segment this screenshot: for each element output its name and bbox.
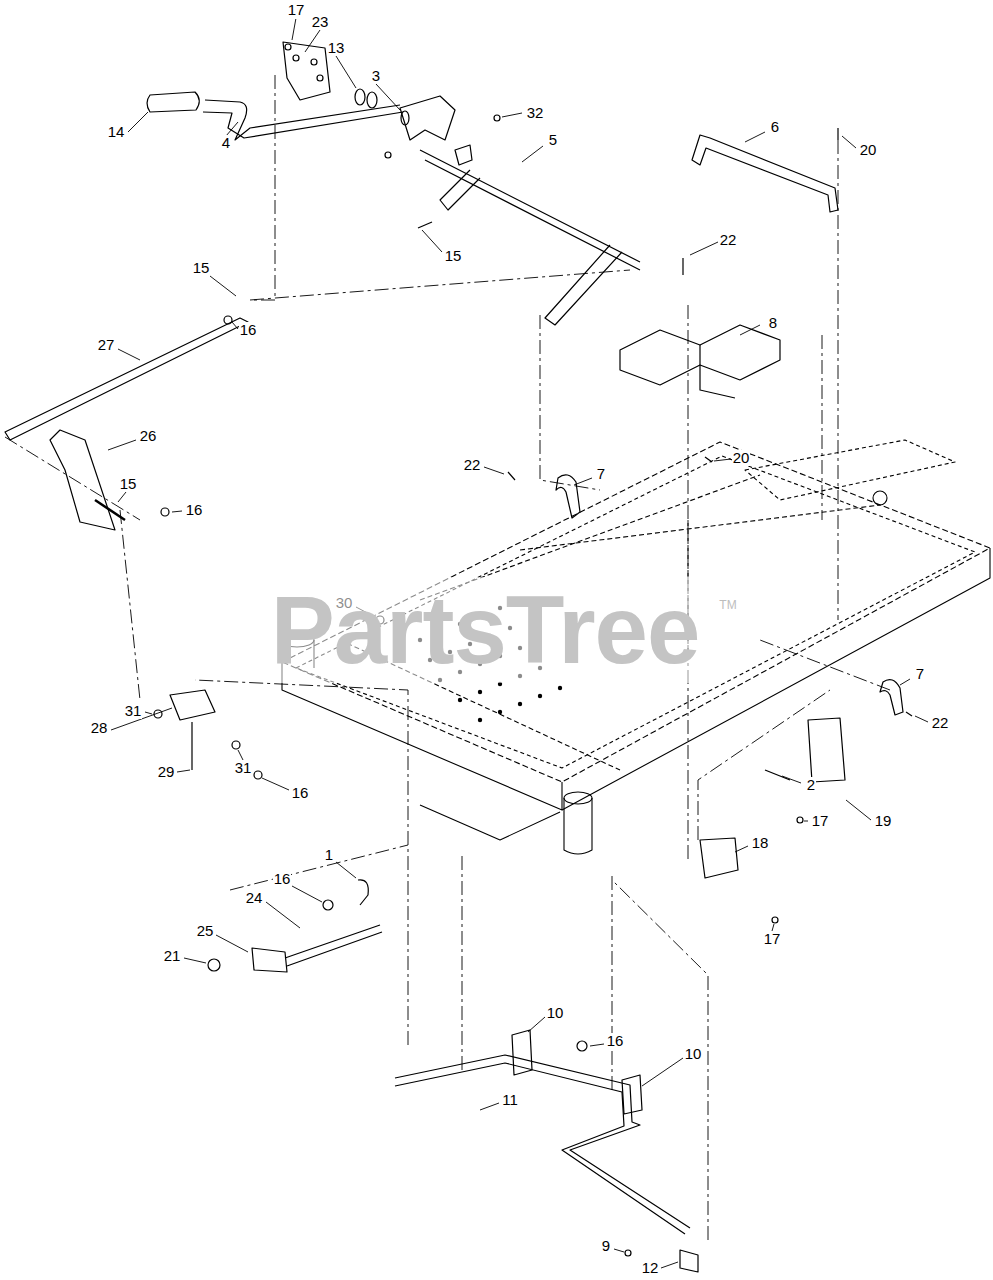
callout-number: 10 xyxy=(684,1046,703,1063)
callout-number: 28 xyxy=(90,720,109,737)
callout-number: 21 xyxy=(163,948,182,965)
callout-number: 14 xyxy=(107,124,126,141)
callout-number: 10 xyxy=(546,1005,565,1022)
callout-number: 31 xyxy=(124,703,143,720)
callout-number: 17 xyxy=(287,2,306,19)
callout-number: 7 xyxy=(915,666,925,683)
callout-number: 22 xyxy=(931,715,950,732)
callout-number: 32 xyxy=(526,105,545,122)
callout-number: 18 xyxy=(751,835,770,852)
callout-number: 16 xyxy=(273,871,292,888)
callout-number: 2 xyxy=(806,777,816,794)
watermark: TM xyxy=(718,599,737,612)
callout-number: 23 xyxy=(311,14,330,31)
callout-number: 15 xyxy=(119,476,138,493)
watermark: PartsTree xyxy=(270,577,701,683)
callout-number: 1 xyxy=(324,847,334,864)
callout-number: 22 xyxy=(719,232,738,249)
callout-number: 11 xyxy=(501,1092,519,1109)
callout-number: 27 xyxy=(97,337,116,354)
callout-number: 3 xyxy=(371,68,381,85)
callout-number: 19 xyxy=(874,813,893,830)
callout-number: 15 xyxy=(192,260,211,277)
callout-number: 4 xyxy=(221,135,231,152)
callout-number: 16 xyxy=(239,322,258,339)
callout-number: 9 xyxy=(601,1238,611,1255)
callout-number: 31 xyxy=(234,760,253,777)
callout-number: 16 xyxy=(185,502,204,519)
callout-number: 13 xyxy=(327,40,346,57)
callout-number: 20 xyxy=(859,142,878,159)
callout-number: 20 xyxy=(732,450,751,467)
callout-number: 17 xyxy=(811,813,830,830)
callout-number: 24 xyxy=(245,890,264,907)
callout-number: 7 xyxy=(596,466,606,483)
callout-number: 29 xyxy=(157,764,176,781)
callout-number: 16 xyxy=(291,785,310,802)
callout-number: 5 xyxy=(548,132,558,149)
callout-number: 15 xyxy=(444,248,463,265)
callout-number: 26 xyxy=(139,428,158,445)
callout-number: 25 xyxy=(196,923,215,940)
callout-number: 8 xyxy=(768,315,778,332)
callout-number: 6 xyxy=(770,119,780,136)
callout-number: 16 xyxy=(606,1033,625,1050)
callout-number: 17 xyxy=(763,931,782,948)
callout-number: 22 xyxy=(463,457,482,474)
callout-number: 12 xyxy=(641,1260,660,1277)
